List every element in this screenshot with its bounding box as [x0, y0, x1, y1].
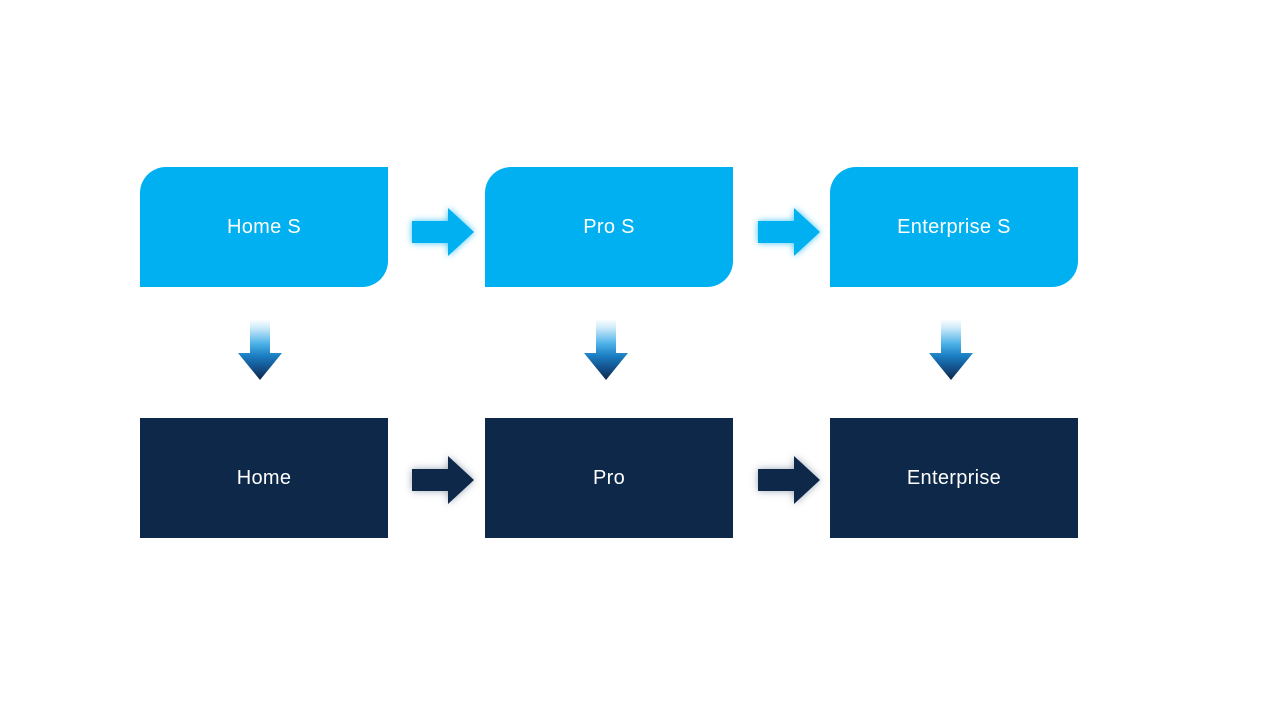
down-arrow-icon — [238, 319, 282, 380]
box-home-s-label: Home S — [226, 215, 302, 238]
right-arrow-icon — [758, 456, 820, 504]
box-enterprise-s: Enterprise S — [830, 167, 1078, 287]
box-pro-label: Pro — [592, 466, 626, 489]
right-arrow-icon — [412, 456, 474, 504]
box-home-label: Home — [236, 466, 292, 489]
box-home-s: Home S — [140, 167, 388, 287]
box-enterprise-label: Enterprise — [906, 466, 1002, 489]
box-home: Home — [140, 418, 388, 538]
box-pro: Pro — [485, 418, 733, 538]
down-arrow-icon — [929, 319, 973, 380]
right-arrow-icon — [412, 208, 474, 256]
box-pro-s: Pro S — [485, 167, 733, 287]
box-enterprise-s-label: Enterprise S — [897, 215, 1011, 238]
right-arrow-icon — [758, 208, 820, 256]
box-enterprise: Enterprise — [830, 418, 1078, 538]
box-pro-s-label: Pro S — [583, 215, 635, 238]
down-arrow-icon — [584, 319, 628, 380]
